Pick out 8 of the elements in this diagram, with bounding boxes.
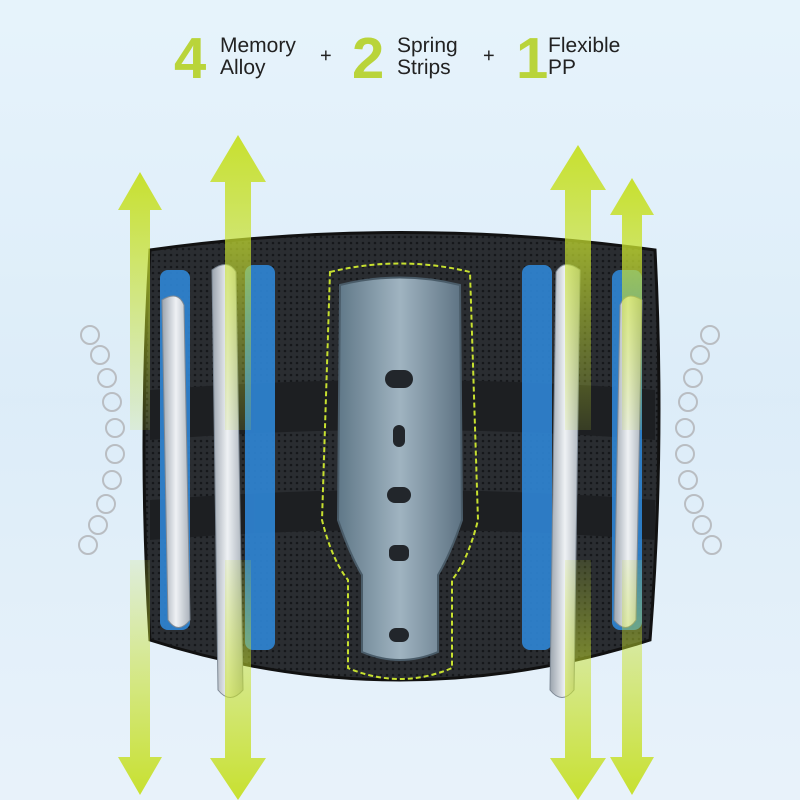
feature-count: 1 bbox=[516, 30, 548, 88]
feature-name: Flexible PP bbox=[548, 35, 622, 80]
feature-name: Spring Strips bbox=[397, 35, 459, 80]
plus-sign: + bbox=[320, 46, 332, 67]
plus-sign: + bbox=[483, 46, 495, 67]
feature-count: 2 bbox=[352, 30, 384, 88]
feature-name: Memory Alloy bbox=[220, 35, 297, 80]
feature-count: 4 bbox=[174, 30, 206, 88]
